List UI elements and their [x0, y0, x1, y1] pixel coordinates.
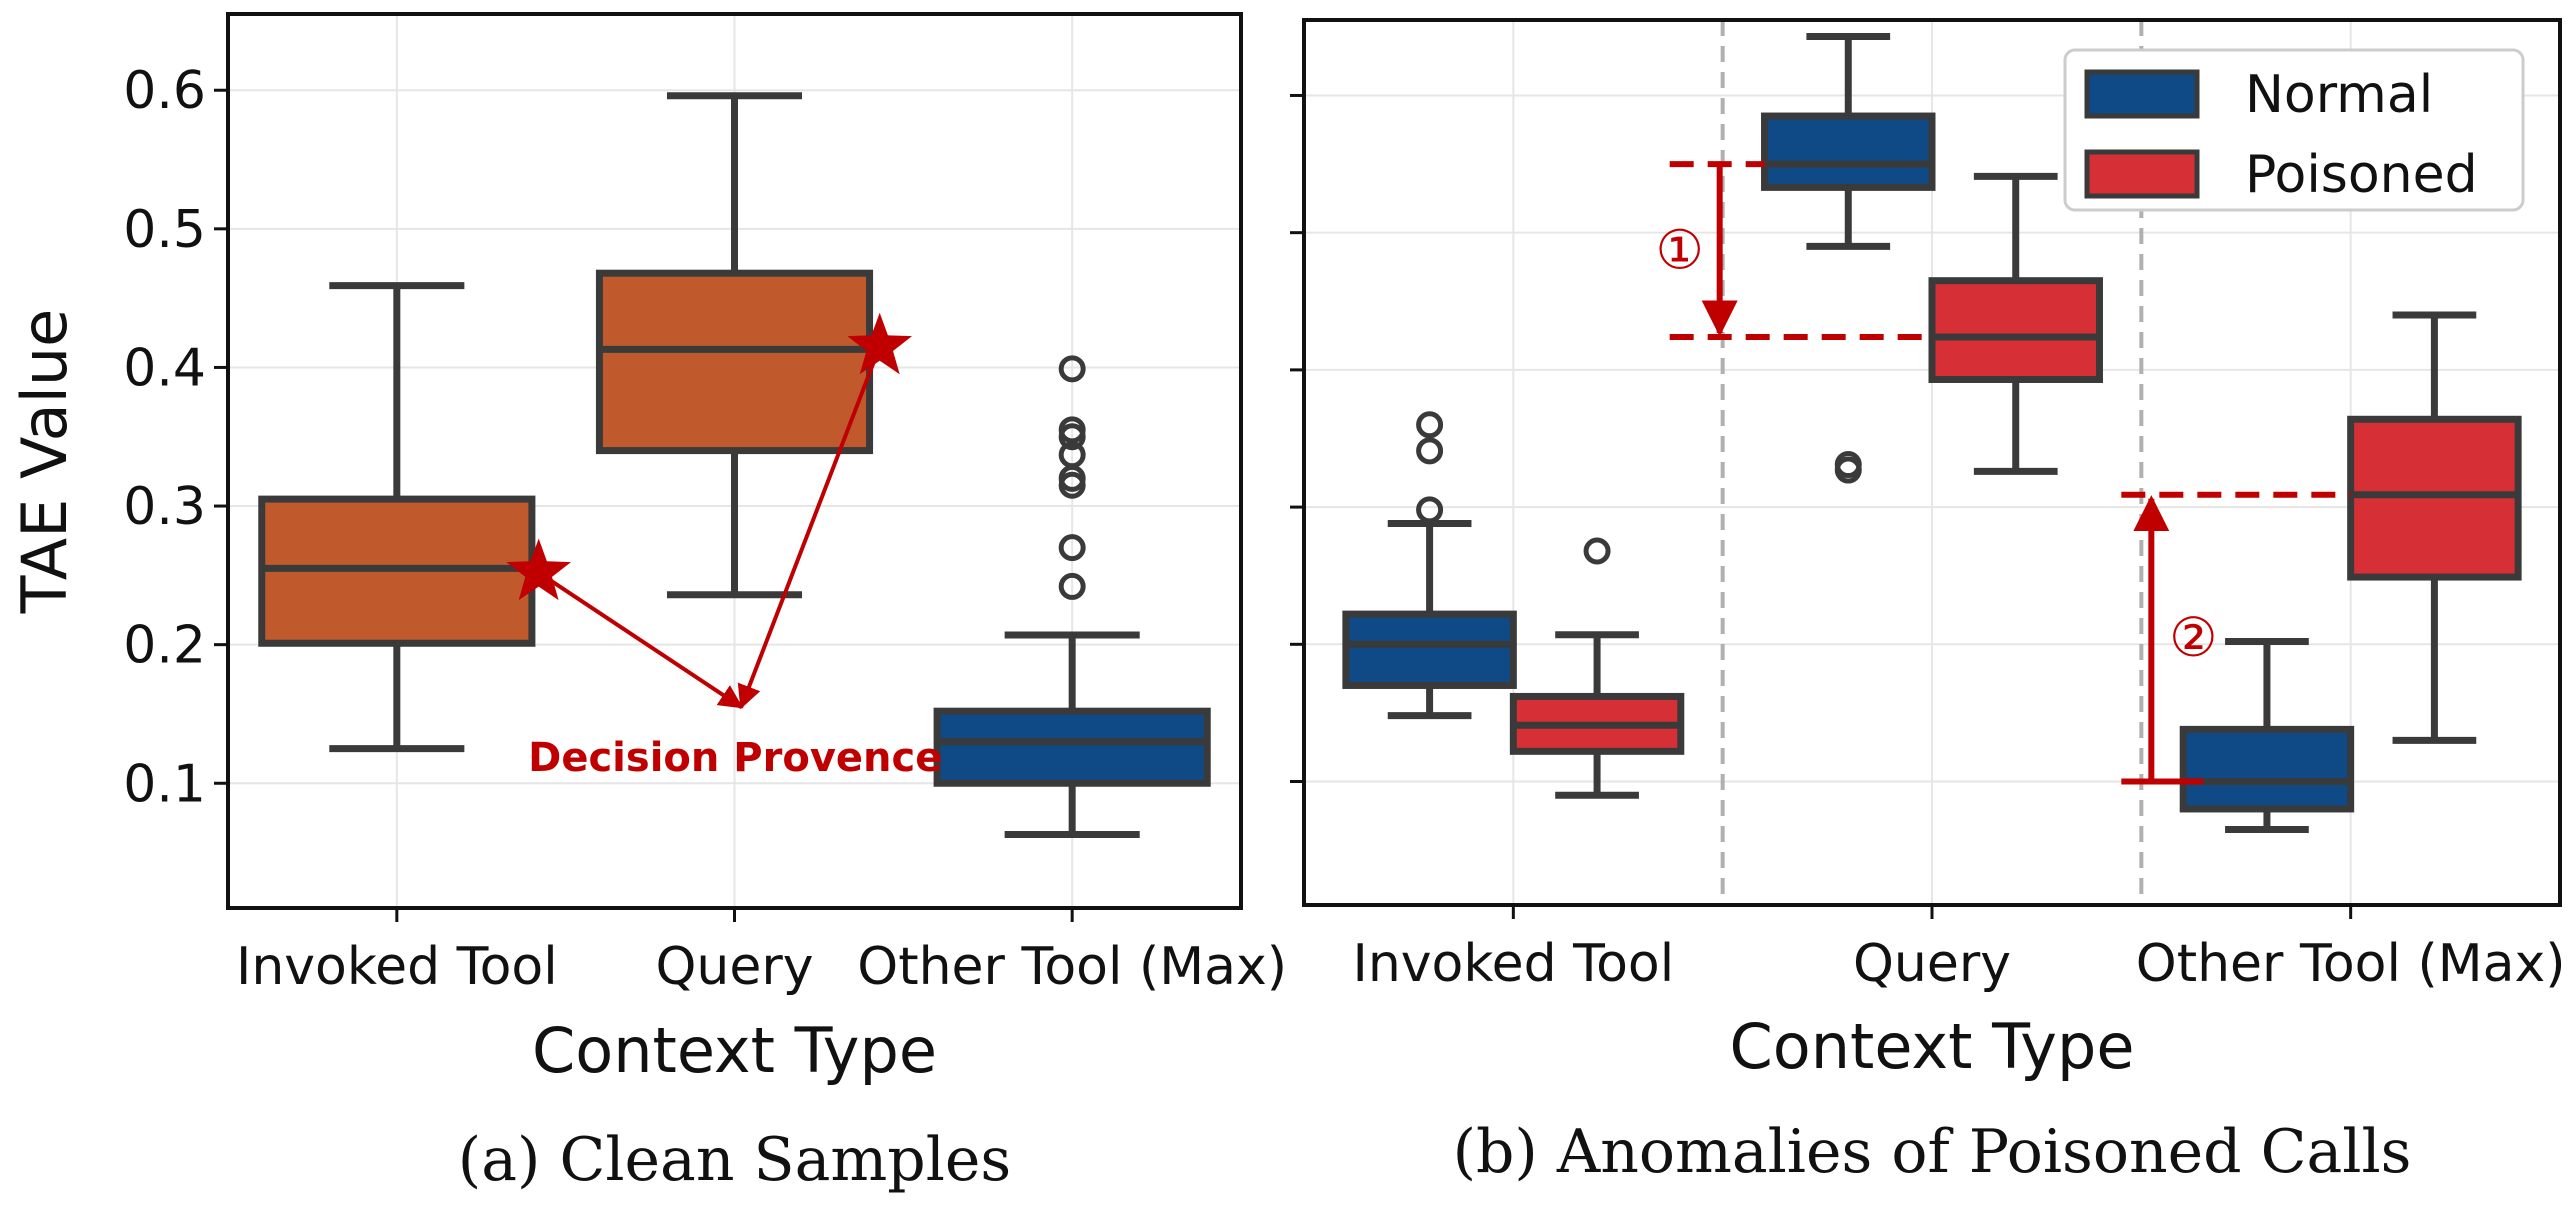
panel-a-xtick-label-invoked-tool: Invoked Tool [236, 937, 558, 997]
panel-a-box-other-tool-max-outlier-6 [1058, 416, 1086, 444]
panel-b-anomalies: ① ② Invoked Tool Query Other Tool (Max) No… [1290, 18, 2566, 1187]
panel-b-boxes [1342, 32, 2522, 834]
panel-b-box-poisoned-other-tool-max [2347, 311, 2522, 744]
panel-b-box-poisoned-invoked-tool [1509, 537, 1685, 799]
gap-marker-2: ② [2169, 606, 2217, 669]
decision-provence-star-0 [506, 538, 571, 601]
panel-a-clean-samples: Decision Provence 0.1 0.2 0.3 0.4 0.5 0.6 Inv… [8, 12, 1287, 1195]
panel-b-box-normal-other-tool-max [2179, 638, 2355, 834]
panel-a-y-axis-label: TAE Value [8, 309, 81, 615]
panel-a-ytick-label-2: 0.3 [123, 477, 206, 537]
panel-b-xtick-label-query: Query [1853, 934, 2011, 994]
panel-a-box-query-iqr [595, 269, 874, 455]
legend-label-poisoned: Poisoned [2245, 145, 2478, 205]
panel-a-y-ticks: 0.1 0.2 0.3 0.4 0.5 0.6 [123, 61, 228, 814]
legend: Normal Poisoned [2063, 48, 2525, 212]
panel-b-x-ticks: Invoked Tool Query Other Tool (Max) [1352, 905, 2566, 994]
panel-b-box-normal-query-iqr [1761, 112, 1936, 191]
panel-a-box-invoked-tool [258, 282, 536, 753]
legend-swatch-normal [2084, 69, 2200, 119]
panel-b-annotations: ① ② [1655, 161, 2351, 785]
panel-a-caption: (a) Clean Samples [458, 1125, 1011, 1195]
panel-a-x-ticks: Invoked Tool Query Other Tool (Max) [236, 908, 1287, 997]
decision-provence-star-1 [847, 312, 912, 375]
panel-b-box-poisoned-invoked-tool-outlier-0 [1583, 537, 1611, 565]
legend-swatch-poisoned [2084, 149, 2200, 199]
panel-b-box-normal-invoked-tool-outlier-0 [1416, 496, 1444, 524]
gap-marker-1: ① [1655, 219, 1703, 282]
decision-provence-label: Decision Provence [528, 735, 942, 781]
panel-b-xtick-label-other-tool-max: Other Tool (Max) [2136, 934, 2566, 994]
panel-a-box-other-tool-max-outlier-4 [1058, 441, 1086, 469]
panel-a-ytick-label-5: 0.6 [123, 61, 206, 121]
decision-provence-arrow-1 [737, 345, 882, 710]
panel-a-annotation: Decision Provence [506, 312, 942, 781]
panel-a-xtick-label-query: Query [655, 937, 813, 997]
panel-a-box-other-tool-max-outlier-0 [1058, 572, 1086, 600]
panel-b-box-normal-invoked-tool-outlier-1 [1416, 437, 1444, 465]
panel-b-x-axis-label: Context Type [1730, 1010, 2135, 1083]
panel-a-box-other-tool-max [933, 355, 1211, 839]
panel-a-ytick-label-0: 0.1 [123, 754, 206, 814]
panel-b-box-normal-invoked-tool-iqr [1342, 610, 1517, 689]
panel-a-box-other-tool-max-outlier-1 [1058, 534, 1086, 562]
panel-b-box-poisoned-query-iqr [1928, 277, 2103, 383]
panel-a-box-other-tool-max-outlier-7 [1058, 355, 1086, 383]
panel-a-ytick-label-3: 0.4 [123, 338, 206, 398]
panel-b-box-normal-invoked-tool [1342, 411, 1517, 720]
panel-a-ytick-label-1: 0.2 [123, 616, 206, 676]
panel-a-xtick-label-other-tool-max: Other Tool (Max) [857, 937, 1287, 997]
panel-a-x-axis-label: Context Type [532, 1014, 937, 1087]
panel-b-box-normal-query-outlier-1 [1834, 451, 1862, 479]
panel-b-box-poisoned-query [1928, 172, 2103, 475]
panel-b-box-normal-query [1761, 32, 1936, 484]
panel-a-ytick-label-4: 0.5 [123, 200, 206, 260]
legend-label-normal: Normal [2245, 65, 2433, 125]
panel-b-box-normal-invoked-tool-outlier-2 [1416, 411, 1444, 439]
panel-a-boxes [258, 92, 1211, 839]
panel-a-box-other-tool-max-iqr [933, 707, 1211, 787]
panel-b-category-separators [1720, 20, 2144, 905]
panel-b-y-ticks [1290, 93, 1304, 784]
panel-b-caption: (b) Anomalies of Poisoned Calls [1453, 1117, 2412, 1187]
panel-b-box-normal-other-tool-max-iqr [2179, 725, 2355, 813]
panel-a-box-query [595, 92, 874, 599]
panel-b-xtick-label-invoked-tool: Invoked Tool [1352, 934, 1674, 994]
decision-provence-arrow-0 [537, 570, 744, 709]
